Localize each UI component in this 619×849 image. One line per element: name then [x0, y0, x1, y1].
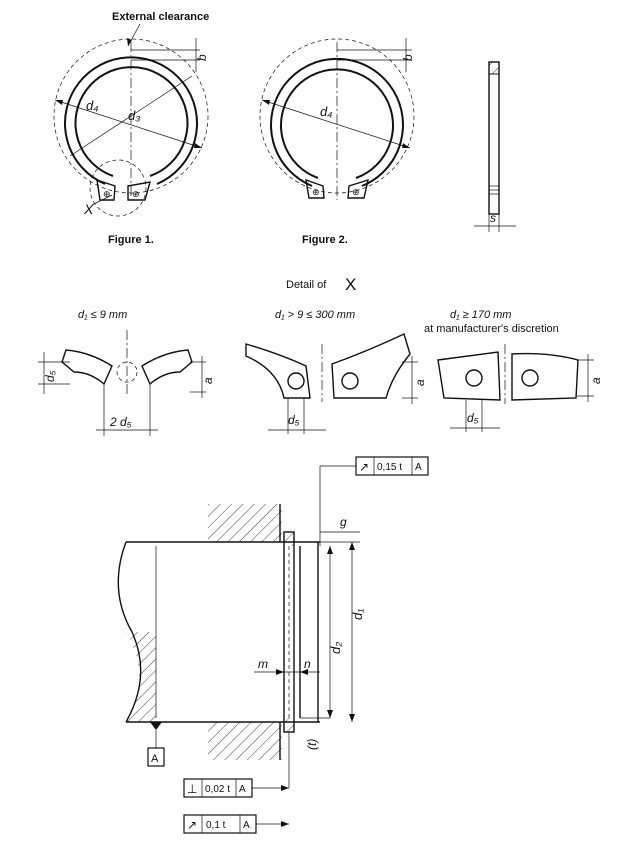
b-label-fig1: b	[195, 54, 209, 61]
tolerance-perp-value: 0,02 t	[205, 784, 230, 795]
runout-icon: ↗	[359, 460, 369, 474]
housing-bottom	[208, 722, 282, 760]
tolerance-top-datum: A	[415, 462, 422, 473]
case-2-a: a	[413, 379, 427, 386]
runout-icon-bottom: ↗	[187, 818, 197, 832]
case-2-d5: d₅	[288, 413, 300, 427]
d3-label: d₃	[128, 108, 140, 123]
svg-text:⊕: ⊕	[103, 189, 111, 199]
detail-x-circle	[89, 159, 147, 217]
lug-right	[127, 181, 151, 201]
case-3-left-lug	[437, 351, 501, 401]
d2-label: d₂	[328, 642, 343, 654]
perpendicular-icon: ⊥	[187, 782, 197, 796]
case-3-d5: d₅	[467, 411, 479, 425]
tolerance-bottom-datum: A	[243, 820, 250, 831]
d4-label: d₄	[86, 98, 98, 113]
tolerance-bottom-value: 0,1 t	[206, 820, 226, 831]
case-2-left-lug	[245, 343, 311, 399]
case-2-right-lug	[331, 333, 411, 399]
case-1-a: a	[201, 377, 215, 384]
b-label-fig2: b	[401, 54, 415, 61]
svg-text:⊕: ⊕	[312, 187, 320, 197]
detail-case-3: d₁ ≥ 170 mm at manufacturer's discretion…	[424, 309, 603, 432]
figure-1-caption: Figure 1.	[108, 234, 154, 246]
s-label: s	[490, 211, 496, 225]
ring-cross-section	[488, 61, 500, 215]
figure-1: External clearance ⊕ ⊕ d₄ d₃ b X Figure …	[53, 11, 209, 246]
detail-heading: Detail of X	[286, 275, 356, 294]
d4-dimension-line-fig2	[261, 99, 411, 149]
case-1-2d5: 2 d₅	[109, 415, 132, 429]
x-marker: X	[83, 201, 94, 217]
detail-title-letter: X	[345, 275, 356, 294]
leader-arrowhead	[127, 38, 132, 46]
m-label: m	[258, 657, 268, 671]
case-1-d5: d₅	[43, 370, 57, 382]
side-view: s	[474, 61, 516, 232]
g-label: g	[340, 515, 347, 529]
datum-a-label: A	[151, 753, 159, 765]
case-3-right-lug	[511, 352, 579, 401]
lug-right-fig2	[347, 178, 369, 199]
d4-label-fig2: d₄	[320, 104, 332, 119]
ring-inner-edge	[74, 66, 189, 177]
t-label: (t)	[305, 739, 319, 750]
svg-text:⊕: ⊕	[132, 189, 140, 199]
case-3-condition: d₁ ≥ 170 mm	[450, 309, 511, 321]
datum-box	[147, 747, 165, 767]
datum-triangle	[150, 722, 162, 730]
case-2-condition: d₁ > 9 ≤ 300 mm	[275, 309, 355, 321]
case-3-note: at manufacturer's discretion	[424, 323, 559, 335]
d1-label: d₁	[350, 609, 365, 620]
detail-title: Detail of	[286, 279, 327, 291]
detail-case-1: d₁ ≤ 9 mm d₅ a 2 d₅	[38, 309, 215, 436]
case-1-right-lug	[141, 349, 193, 386]
tolerance-perp-datum: A	[239, 784, 246, 795]
housing-top	[208, 504, 282, 542]
external-clearance-label: External clearance	[112, 11, 209, 23]
assembly-view: g d₂ d₁ (t) m n A ↗ 0,15 t A	[117, 456, 429, 834]
case-1-left-lug	[61, 349, 113, 386]
svg-text:⊕: ⊕	[352, 187, 360, 197]
d3-dimension-line	[69, 75, 193, 157]
d4-dimension-line	[54, 99, 203, 149]
ring-outer-edge	[64, 56, 198, 185]
lug-left	[96, 178, 116, 201]
n-label: n	[304, 657, 311, 671]
figure-2-caption: Figure 2.	[302, 234, 348, 246]
figure-2: ⊕ ⊕ d₄ b Figure 2.	[259, 38, 415, 246]
ring-outer-edge-fig2	[270, 57, 404, 187]
case-1-condition: d₁ ≤ 9 mm	[78, 309, 127, 321]
case-3-a: a	[589, 377, 603, 384]
lug-left-fig2	[305, 178, 325, 199]
detail-case-2: d₁ > 9 ≤ 300 mm a d₅	[245, 309, 427, 434]
tolerance-top-value: 0,15 t	[377, 462, 402, 473]
